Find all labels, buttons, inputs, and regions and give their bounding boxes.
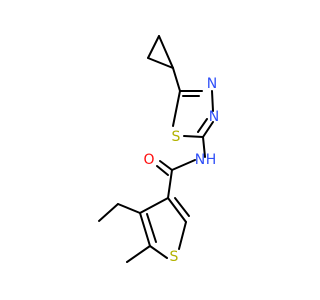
bond-carbonyl-double — [156, 165, 169, 176]
bond-carbonyl — [159, 160, 173, 171]
bond-c2-s1 — [183, 135, 204, 138]
bond-methyl — [126, 245, 151, 263]
bond-c4-c3-thiophene — [139, 197, 169, 214]
molecule-drawing: N N S N H O S — [98, 35, 219, 265]
bond-s1-c5 — [172, 90, 181, 127]
bond-c3-c2-thiophene — [167, 197, 187, 223]
bond-n3-c2-double — [197, 118, 208, 133]
bond-cyclopropyl-2 — [158, 35, 174, 69]
bond-ethyl-2 — [98, 203, 119, 222]
bond-s-c5-thiophene — [149, 245, 168, 259]
atom-n-thiadiazole-3: N — [209, 109, 219, 125]
bond-c2-s-thiophene — [178, 221, 187, 250]
bond-cyclopropyl-3 — [147, 35, 160, 59]
bond-carbonyl-to-thiophene — [167, 169, 173, 199]
bond-c3-c2-thiophene-double — [174, 197, 190, 217]
bond-c5-c4-thiophene-double — [146, 213, 157, 243]
structure-diagram: N N S N H O S — [98, 35, 219, 265]
bond-ethyl-1 — [117, 203, 141, 214]
atom-o-carbonyl: O — [143, 152, 154, 168]
bond-cyclopropyl-to-ring — [172, 67, 181, 92]
atom-s-thiadiazole: S — [172, 129, 181, 145]
bond-n3-c2 — [202, 121, 214, 138]
bond-n-amide-c-carbonyl — [171, 159, 196, 171]
atom-h-amide: H — [206, 152, 217, 168]
bond-cyclopropyl-1 — [147, 57, 174, 69]
bond-c5-c4-thiophene — [139, 212, 151, 247]
bond-c2-n-amide — [202, 136, 206, 158]
atom-n-amide: N — [195, 152, 205, 168]
bond-n4-n3 — [211, 90, 214, 112]
atom-s-thiophene: S — [170, 249, 179, 265]
atom-n-thiadiazole-4: N — [207, 76, 217, 92]
